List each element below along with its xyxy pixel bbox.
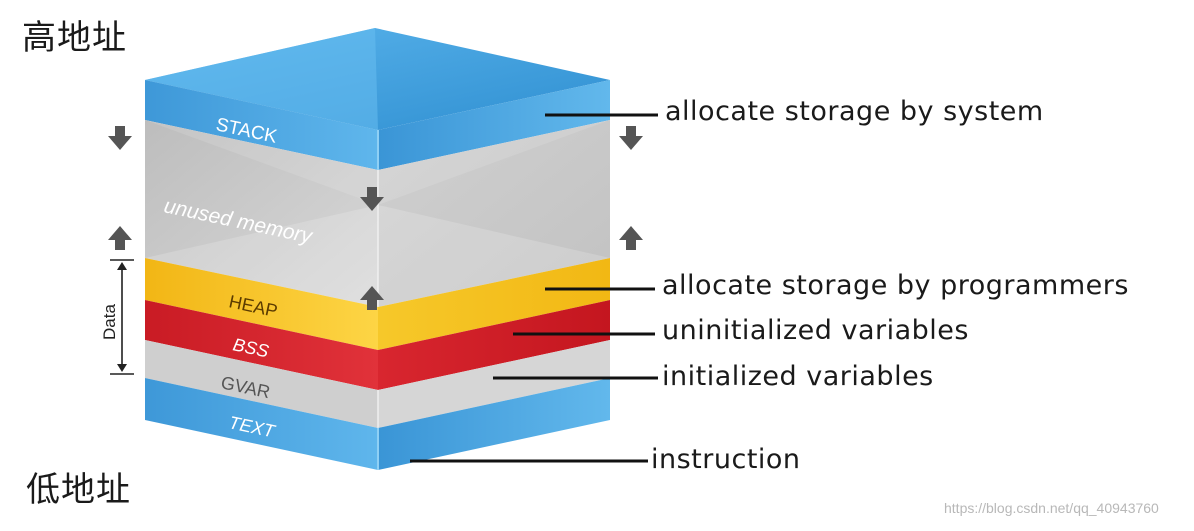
gvar-callout: initialized variables xyxy=(662,361,934,392)
data-bracket-label: Data xyxy=(100,304,119,340)
gvar-layer-right xyxy=(378,340,610,428)
heap-layer-right xyxy=(378,258,610,350)
high-address-label: 高地址 xyxy=(22,18,127,58)
up-arrow-icon xyxy=(360,286,384,310)
up-arrow-icon xyxy=(619,226,643,250)
down-arrow-icon xyxy=(360,187,384,211)
gvar-layer-left xyxy=(145,340,378,428)
watermark: https://blog.csdn.net/qq_40943760 xyxy=(944,500,1159,516)
data-bracket xyxy=(110,259,134,375)
bss-callout: uninitialized variables xyxy=(662,315,969,346)
text-callout: instruction xyxy=(651,444,801,475)
unused-memory-layer-right xyxy=(378,120,610,307)
stack-callout: allocate storage by system xyxy=(665,96,1044,127)
down-arrow-icon xyxy=(108,126,132,150)
up-arrow-icon xyxy=(108,226,132,250)
heap-callout: allocate storage by programmers xyxy=(662,270,1129,301)
unused-memory-layer-left xyxy=(145,120,378,307)
down-arrow-icon xyxy=(619,126,643,150)
text-layer-left xyxy=(145,378,378,470)
stack-layer-left xyxy=(145,80,378,170)
bss-layer-left xyxy=(145,300,378,390)
low-address-label: 低地址 xyxy=(26,470,131,510)
stack-layer-right xyxy=(378,80,610,170)
text-layer-right xyxy=(378,378,610,470)
heap-layer-left xyxy=(145,258,378,350)
bss-layer-right xyxy=(378,300,610,390)
